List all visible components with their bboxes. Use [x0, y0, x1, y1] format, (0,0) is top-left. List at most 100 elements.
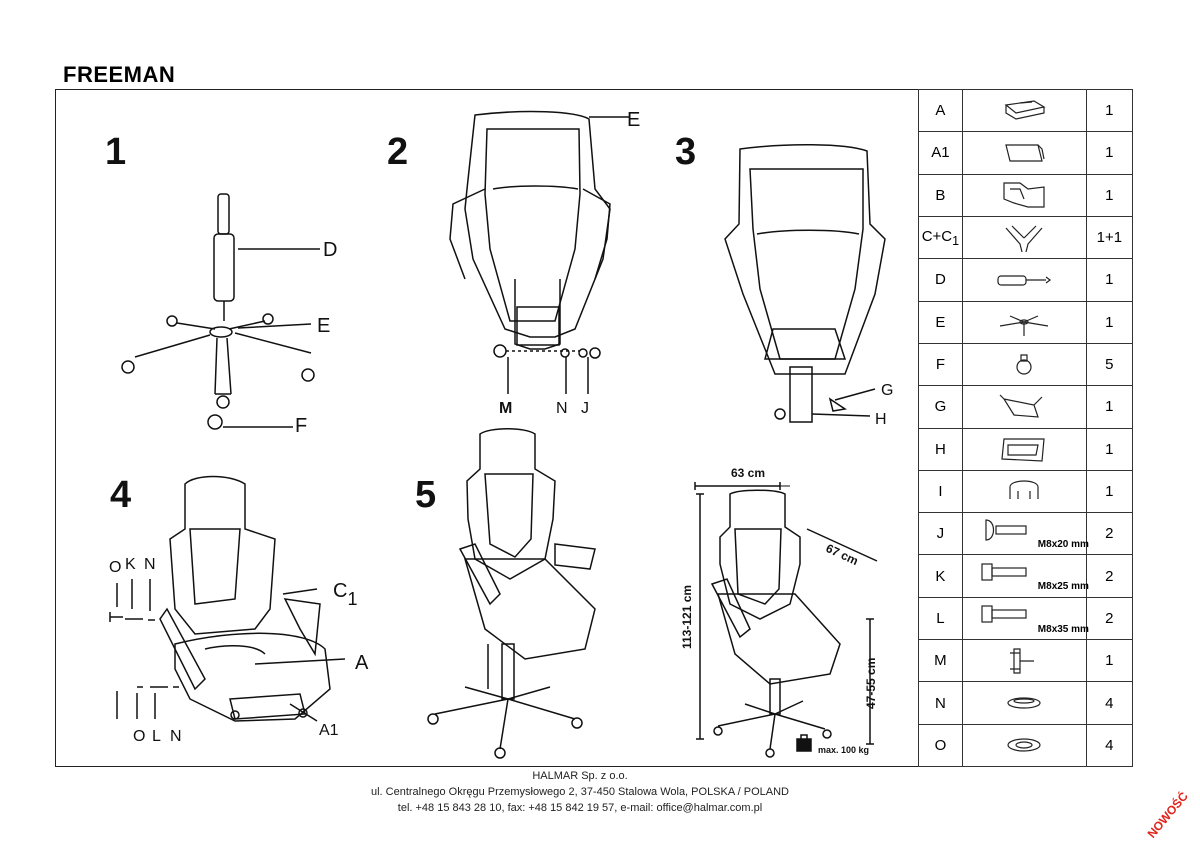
tilt-mechanism-icon [999, 394, 1043, 418]
step-number: 5 [415, 474, 436, 516]
seat [464, 558, 596, 660]
armrest-left [159, 607, 206, 691]
part-quantity: 4 [1085, 723, 1134, 768]
step4-diagram [109, 475, 346, 722]
part-picture [961, 723, 1087, 768]
part-id: K [918, 554, 963, 598]
part-picture: M8x35 mm [961, 596, 1089, 641]
part-picture [961, 88, 1087, 133]
label-o: O [109, 559, 121, 576]
chair-back [719, 489, 801, 620]
chair-back [169, 475, 276, 635]
step-number: 3 [675, 131, 696, 173]
bolt-size: M8x20 mm [1037, 539, 1089, 551]
gas-lift-cylinder [213, 233, 235, 302]
part-picture [961, 385, 1087, 429]
part-quantity: 2 [1085, 512, 1134, 556]
step3-diagram [724, 144, 886, 423]
part-picture [961, 258, 1087, 302]
part-quantity: 2 [1085, 596, 1134, 641]
part-id: A1 [918, 131, 963, 175]
armrests-icon [1005, 225, 1043, 252]
gas-lift-rod [217, 193, 230, 235]
part-quantity: 1 [1085, 639, 1134, 683]
part-quantity: 5 [1085, 342, 1134, 387]
caster [216, 395, 230, 409]
label-a: A [355, 652, 369, 674]
bolt-size: M8x35 mm [1037, 623, 1089, 635]
label-e: E [627, 109, 640, 131]
part-id: E [918, 300, 963, 344]
tilt-bracket [789, 366, 813, 423]
footer-company: HALMAR Sp. z o.o. [532, 770, 628, 782]
gas-lift-icon [997, 275, 1052, 286]
bracket-icon [1001, 438, 1045, 462]
part-picture [961, 342, 1087, 387]
part-picture [961, 300, 1087, 344]
clip-icon [1009, 480, 1039, 500]
max-load: max. 100 kg [818, 745, 869, 755]
part-id: L [918, 596, 963, 641]
caster [301, 368, 315, 382]
base-hub [209, 326, 233, 338]
part-id: B [918, 173, 963, 217]
step-number: 2 [387, 131, 408, 173]
label-h: H [875, 411, 887, 428]
step-number: 1 [105, 131, 126, 173]
parts-row: C+C1 1+1 [918, 215, 1134, 260]
part-picture [961, 469, 1087, 514]
label-d: D [323, 239, 337, 261]
bolt-icon [981, 605, 1027, 624]
bolt-size: M8x25 mm [1037, 581, 1089, 593]
armrest [458, 543, 501, 606]
backrest-outline [464, 110, 611, 338]
bolt-icon [981, 563, 1027, 581]
part-quantity: 1 [1085, 427, 1134, 471]
seat [174, 632, 331, 722]
part-id: C+C1 [918, 215, 963, 260]
step1-diagram [121, 193, 320, 430]
step5-diagram [427, 428, 596, 759]
spring-washer-icon [1007, 697, 1041, 709]
knob-icon [1010, 648, 1035, 674]
dimension-drawing [694, 482, 878, 758]
part-quantity: 1 [1085, 258, 1134, 302]
footrest-icon [1005, 144, 1045, 162]
part-id: M [918, 639, 963, 683]
label-l: L [152, 728, 161, 745]
part-quantity: 1+1 [1085, 215, 1134, 260]
dim-seat-height: 47-55 cm [864, 658, 878, 709]
dim-width: 63 cm [731, 466, 765, 480]
footer-address: ul. Centralnego Okręgu Przemysłowego 2, … [370, 786, 789, 798]
part-id: J [918, 512, 963, 556]
document-title: FREEMAN [63, 62, 176, 87]
part-picture [961, 427, 1087, 471]
part-id: I [918, 469, 963, 514]
label-m: M [499, 400, 512, 417]
part-id: D [918, 258, 963, 302]
part-picture: M8x20 mm [961, 512, 1089, 556]
part-id: F [918, 342, 963, 387]
part-picture [961, 173, 1087, 217]
part-id: N [918, 681, 963, 725]
part-picture [961, 681, 1087, 725]
seat-cushion-icon [1004, 100, 1046, 120]
caster [121, 360, 135, 374]
flat-washer-icon [1007, 738, 1041, 752]
part-picture [961, 215, 1087, 260]
part-quantity: 2 [1085, 554, 1134, 598]
caster-icon [1016, 353, 1032, 375]
assembly-diagrams: 1 2 3 4 5 D E F E G H C1 A M N J O K N A… [105, 109, 893, 759]
dim-height: 113-121 cm [680, 585, 694, 649]
label-k: K [125, 556, 136, 573]
part-picture [961, 639, 1087, 683]
label-j: J [581, 400, 589, 417]
label-c1: C1 [333, 580, 357, 609]
part-quantity: 1 [1085, 173, 1134, 217]
label-a1: A1 [319, 722, 339, 739]
